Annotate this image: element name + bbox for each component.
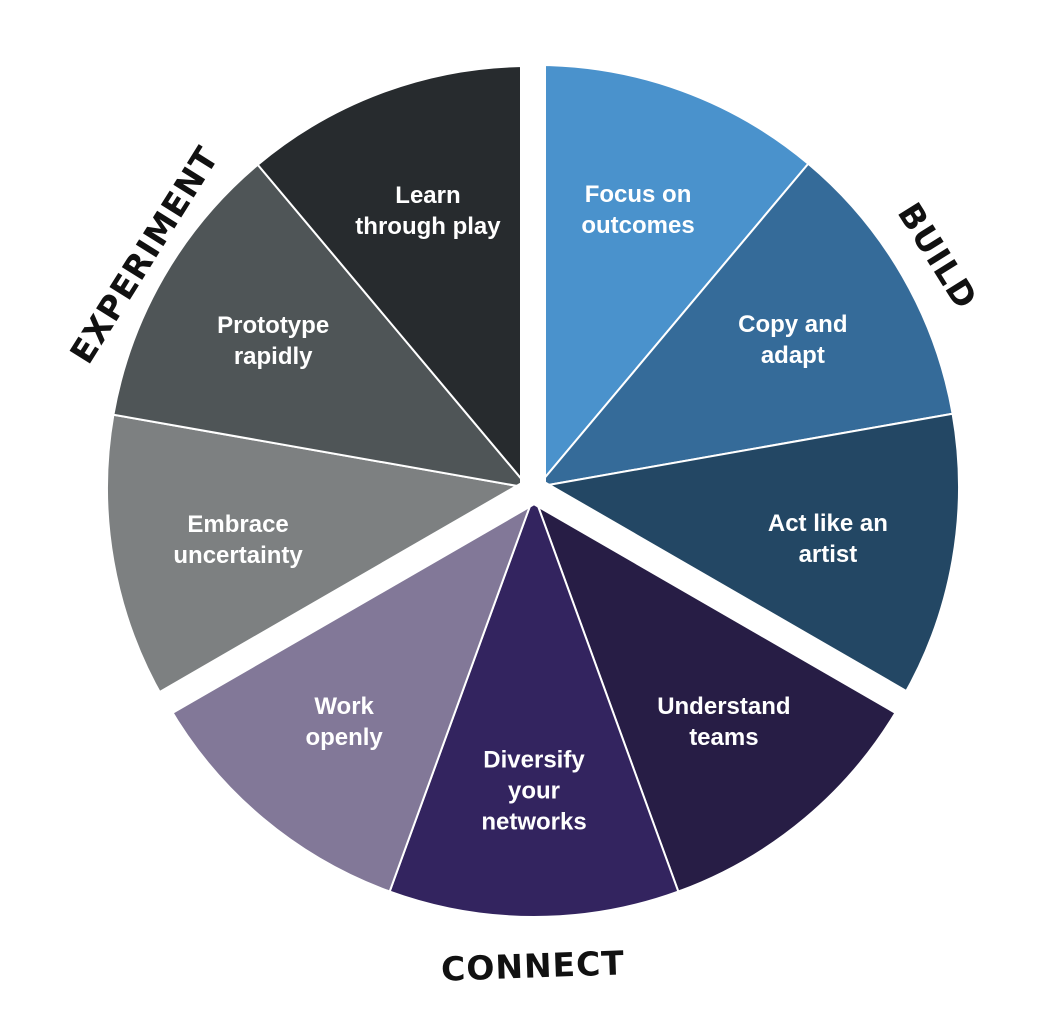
segment-label-line: openly [305, 724, 383, 751]
segment-label-connect-1: Understand teams [657, 693, 790, 751]
segment-build-3 [536, 412, 960, 699]
segment-build-2 [536, 162, 954, 488]
segment-label-experiment-3: Learn through play [355, 182, 501, 240]
segment-connect-3 [167, 494, 535, 893]
segment-label-line: Prototype [217, 312, 329, 339]
segment-connect-1 [533, 494, 901, 893]
segment-connect-2 [388, 494, 680, 918]
segment-label-line: uncertainty [173, 542, 303, 569]
segment-label-line: Act like an [768, 510, 888, 537]
segment-label-line: Embrace [187, 511, 288, 538]
segment-label-build-3: Act like an artist [768, 510, 888, 568]
segment-label-connect-3: Work openly [305, 693, 383, 751]
segment-experiment-2 [112, 163, 530, 489]
segment-label-line: adapt [761, 342, 825, 369]
segment-label-line: networks [481, 808, 586, 835]
segment-label-line: through play [355, 213, 501, 240]
segment-label-line: Work [314, 693, 374, 720]
segment-label-line: artist [799, 541, 858, 568]
segment-label-line: rapidly [234, 343, 313, 370]
segment-experiment-1 [106, 413, 530, 700]
segment-label-line: your [508, 777, 560, 804]
group-title-connect: CONNECT [440, 943, 625, 988]
segment-build-1 [536, 64, 810, 488]
segment-label-experiment-2: Prototype rapidly [217, 312, 329, 370]
group-divider-connect [529, 487, 908, 716]
segment-label-experiment-1: Embrace uncertainty [173, 511, 303, 569]
segment-label-build-2: Copy and adapt [738, 311, 847, 369]
segment-label-line: Focus on [585, 181, 692, 208]
segment-label-line: outcomes [581, 212, 694, 239]
wheel-segments [106, 64, 960, 918]
segment-label-line: Understand [657, 693, 790, 720]
segment-label-line: Diversify [483, 746, 585, 773]
segment-label-line: Copy and [738, 311, 847, 338]
segment-label-line: Learn [395, 182, 460, 209]
segment-experiment-3 [256, 65, 530, 489]
segment-label-line: teams [689, 724, 758, 751]
segment-label-build-1: Focus on outcomes [581, 181, 694, 239]
group-divider-experiment [155, 480, 534, 709]
segment-label-connect-2: Diversify your networks [481, 746, 586, 835]
